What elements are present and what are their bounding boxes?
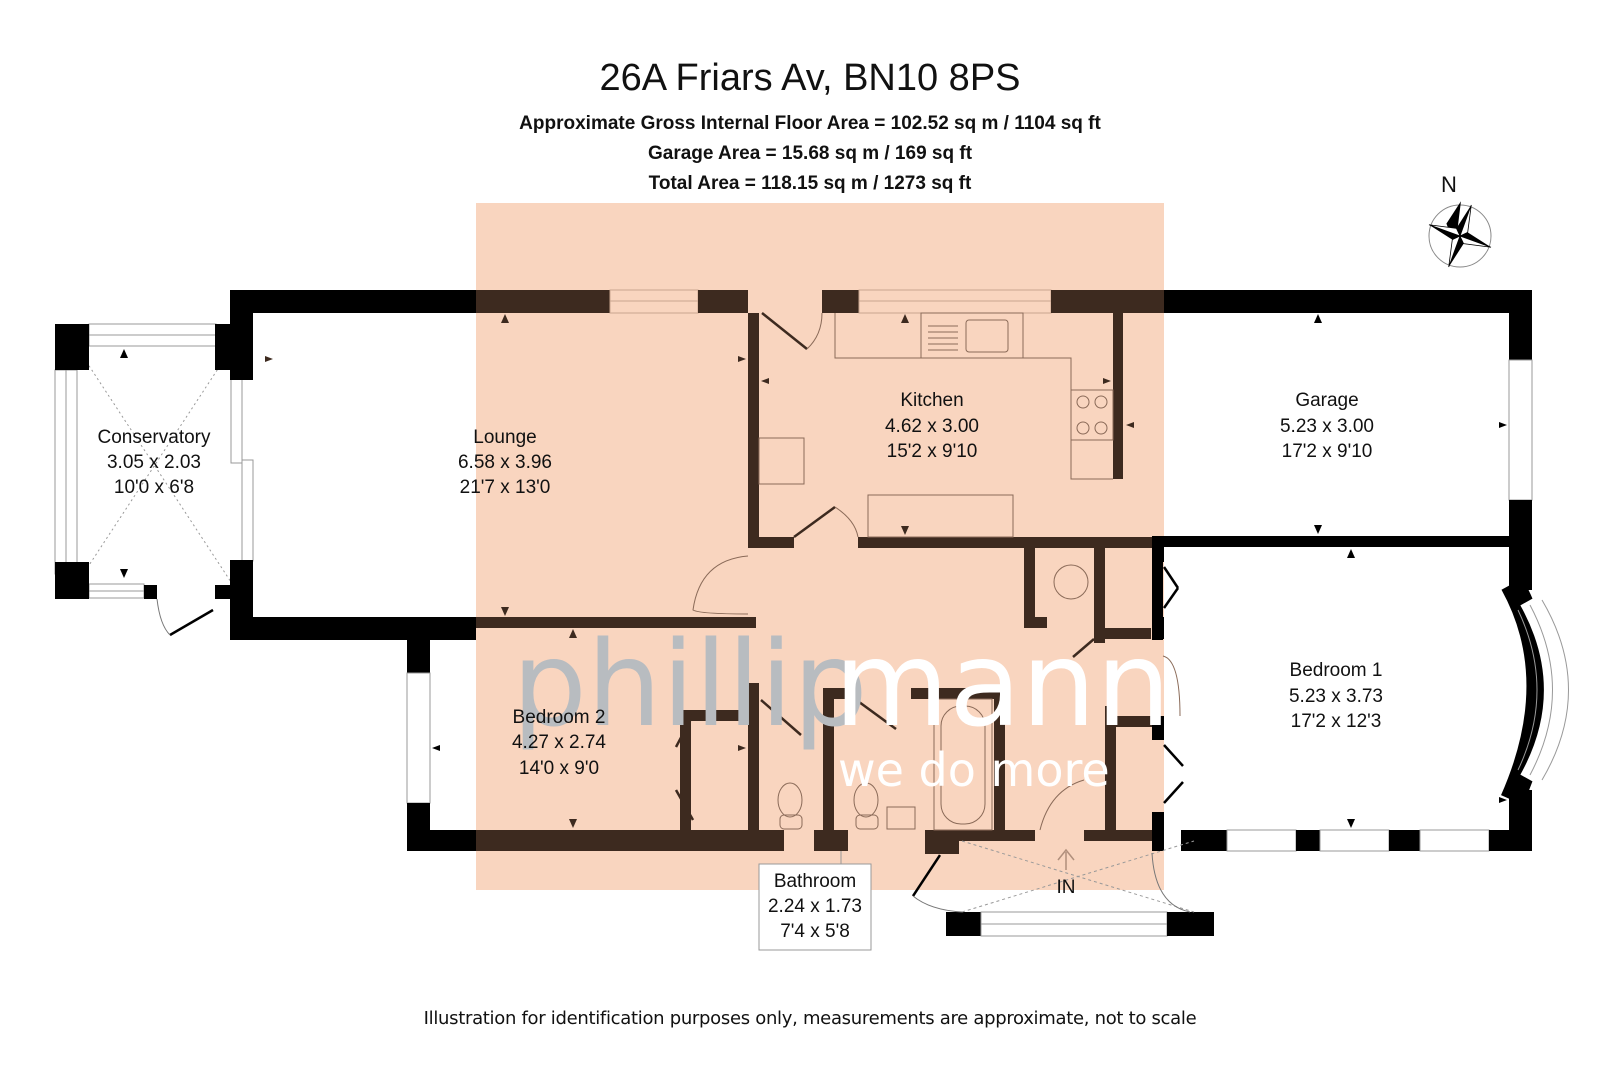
doors bbox=[674, 312, 1184, 831]
conservatory-name: Conservatory bbox=[98, 427, 211, 448]
watermark-brand-part2: mann bbox=[834, 615, 1171, 753]
total-area: Total Area = 118.15 sq m / 1273 sq ft bbox=[648, 173, 972, 194]
garage-area: Garage Area = 15.68 sq m / 169 sq ft bbox=[647, 143, 973, 164]
room-bathroom: Bathroom 2.24 x 1.73 7'4 x 5'8 bbox=[758, 851, 872, 951]
room-bedroom1: Bedroom 1 5.23 x 3.73 17'2 x 12'3 bbox=[1289, 660, 1383, 732]
kitchen-name: Kitchen bbox=[900, 390, 963, 411]
bedroom1-name: Bedroom 1 bbox=[1290, 660, 1383, 681]
bedroom1-imperial: 17'2 x 12'3 bbox=[1291, 711, 1382, 732]
bedroom1-metric: 5.23 x 3.73 bbox=[1289, 686, 1383, 707]
bathroom-imperial: 7'4 x 5'8 bbox=[780, 921, 850, 942]
bedroom2-imperial: 14'0 x 9'0 bbox=[519, 758, 599, 779]
watermark-brand-part1: phillip bbox=[512, 615, 868, 753]
watermark-logo: phillip mann we do more bbox=[512, 615, 1171, 797]
conservatory-imperial: 10'0 x 6'8 bbox=[114, 477, 194, 498]
entrance-label: IN bbox=[1057, 877, 1076, 898]
garage-metric: 5.23 x 3.00 bbox=[1280, 416, 1374, 437]
bathroom-fixtures bbox=[777, 698, 993, 831]
lounge-name: Lounge bbox=[473, 427, 536, 448]
lounge-imperial: 21'7 x 13'0 bbox=[460, 477, 551, 498]
kitchen-metric: 4.62 x 3.00 bbox=[885, 416, 979, 437]
kitchen-fixtures bbox=[758, 312, 1114, 538]
disclaimer-footer: Illustration for identification purposes… bbox=[423, 1008, 1197, 1029]
conservatory-metric: 3.05 x 2.03 bbox=[107, 452, 201, 473]
bedroom2-name: Bedroom 2 bbox=[513, 707, 606, 728]
walls bbox=[230, 289, 1569, 937]
bathroom-name: Bathroom bbox=[774, 871, 856, 892]
compass-rose-icon: N bbox=[1428, 172, 1492, 268]
property-address-title: 26A Friars Av, BN10 8PS bbox=[599, 57, 1021, 99]
lounge-metric: 6.58 x 3.96 bbox=[458, 452, 552, 473]
garage-name: Garage bbox=[1295, 390, 1358, 411]
room-kitchen: Kitchen 4.62 x 3.00 15'2 x 9'10 bbox=[885, 390, 979, 462]
room-lounge: Lounge 6.58 x 3.96 21'7 x 13'0 bbox=[458, 427, 552, 498]
room-bedroom2: Bedroom 2 4.27 x 2.74 14'0 x 9'0 bbox=[512, 707, 606, 779]
room-garage: Garage 5.23 x 3.00 17'2 x 9'10 bbox=[1280, 390, 1374, 462]
conservatory: Conservatory 3.05 x 2.03 10'0 x 6'8 bbox=[54, 323, 254, 637]
bathroom-metric: 2.24 x 1.73 bbox=[768, 896, 862, 917]
north-label: N bbox=[1441, 172, 1457, 197]
bedroom2-metric: 4.27 x 2.74 bbox=[512, 732, 606, 753]
kitchen-imperial: 15'2 x 9'10 bbox=[887, 441, 978, 462]
dimension-arrows bbox=[265, 314, 1507, 828]
garage-imperial: 17'2 x 9'10 bbox=[1282, 441, 1373, 462]
gross-internal-area: Approximate Gross Internal Floor Area = … bbox=[519, 113, 1101, 134]
watermark-tagline: we do more bbox=[838, 743, 1110, 797]
